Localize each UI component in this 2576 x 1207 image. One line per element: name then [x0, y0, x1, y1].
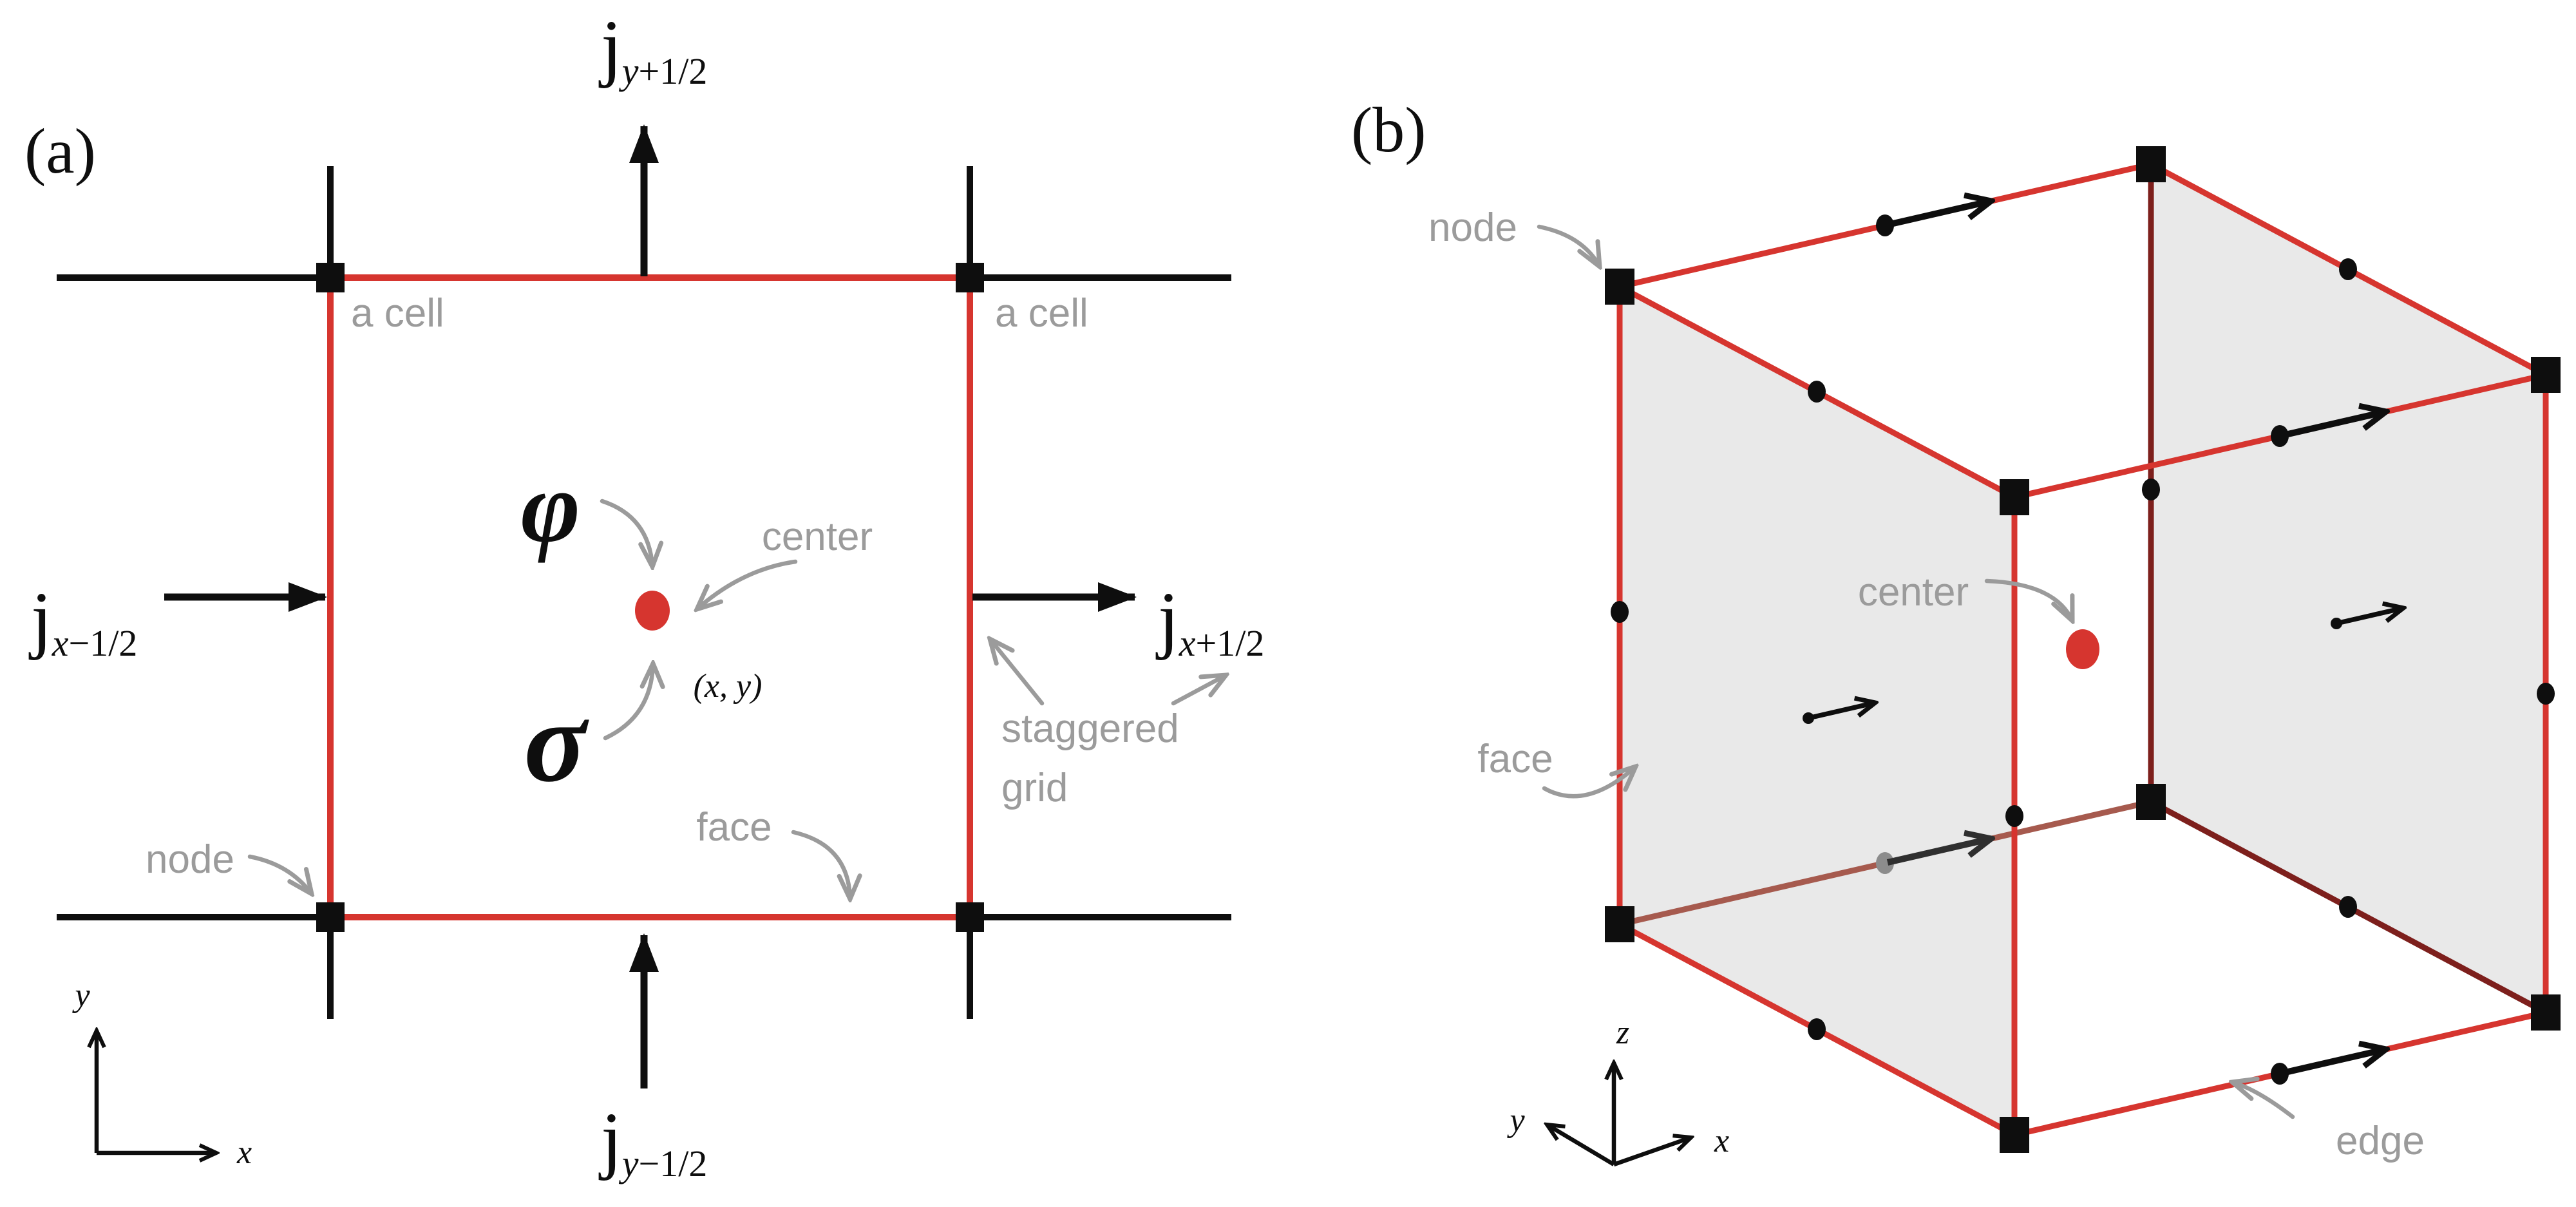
node-arrow [247, 854, 312, 894]
edge-center-dot-bottom-back-left-hidden [1876, 852, 1894, 874]
staggered-grid-arrow-left [990, 639, 1045, 706]
cube-node-bottom-right [2531, 994, 2561, 1031]
cube-face-back-right [2151, 164, 2546, 1012]
a-cell-label-right: a cell [995, 291, 1088, 336]
edge-direction-arrow-top-back-left [1886, 201, 1991, 228]
y-axis-label-b: y [1506, 1102, 1525, 1139]
flux-label-top: jy+1/2 [598, 5, 707, 92]
face-normal-arrow-left [1810, 703, 1875, 720]
edge-direction-arrow-bottom-front-right [2281, 1049, 2386, 1076]
flux-label-right: jx+1/2 [1155, 576, 1264, 664]
face-normal-arrow-right [2338, 608, 2403, 625]
annotation-arrows-a [247, 499, 1226, 899]
cube-center-dot [2066, 629, 2099, 669]
cell-outline [327, 274, 973, 920]
edge-center-dot-vertical-left [1611, 601, 1629, 623]
cell-nodes [316, 263, 984, 932]
flux-label-bottom: jy−1/2 [598, 1097, 707, 1184]
edge-direction-arrows [1886, 201, 2386, 1076]
x-axis-label-b: x [1714, 1123, 1729, 1159]
face-arrow-b [1542, 766, 1636, 799]
axes-icon-b: z x y [1506, 1014, 1729, 1167]
center-arrow-b [1984, 578, 2072, 621]
edge-direction-arrow-top-front-right [2281, 412, 2386, 439]
face-label-b: face [1477, 737, 1553, 781]
cube-nodes [1605, 146, 2561, 1153]
cube-node-bottom-front [2000, 1117, 2029, 1153]
cell-center-dot [635, 591, 670, 631]
axes-icon-a: y x [71, 977, 252, 1171]
y-axis-arrow-b [1547, 1125, 1615, 1166]
flux-arrows [164, 124, 1137, 1088]
panel-a-label: (a) [24, 115, 96, 187]
edge-center-dot-bottom-front-left [1808, 1018, 1826, 1040]
node-square-bottom-right [956, 902, 984, 932]
phi-arrow [600, 499, 652, 567]
phi-symbol: φ [521, 451, 580, 564]
edge-label-b: edge [2336, 1119, 2425, 1163]
center-coordinates-label: (x, y) [694, 668, 762, 705]
panel-b: (b) [1351, 94, 2561, 1167]
face-label: face [696, 805, 772, 850]
z-axis-label: z [1616, 1014, 1629, 1051]
edge-center-dot-vertical-right [2537, 683, 2555, 705]
edge-center-dot-vertical-back-hidden [2142, 479, 2160, 500]
face-arrow [791, 830, 850, 899]
edge-arrow-b [2232, 1082, 2295, 1119]
edge-center-dot-top-back-left [1876, 214, 1894, 236]
edge-center-dot-vertical-front [2005, 805, 2023, 827]
annotation-arrows-b [1537, 224, 2295, 1119]
sigma-arrow [603, 663, 653, 741]
a-cell-label-left: a cell [351, 291, 444, 336]
edge-center-dot-bottom-front-right [2271, 1063, 2289, 1085]
node-square-bottom-left [316, 902, 345, 932]
center-label: center [762, 515, 873, 559]
node-label: node [146, 837, 234, 882]
center-label-b: center [1858, 570, 1969, 614]
staggered-grid-label-line2: grid [1001, 766, 1068, 810]
x-axis-label: x [236, 1134, 252, 1171]
edge-direction-arrow-bottom-back-left-hidden [1886, 839, 1991, 866]
cube-edge-centers [1611, 214, 2555, 1085]
node-label-b: node [1428, 205, 1517, 250]
cube-node-top-left [1605, 269, 1634, 305]
panel-a: (a) jy+1/2 jy−1 [24, 5, 1264, 1184]
staggered-grid-label-line1: staggered [1001, 707, 1179, 751]
cube-node-top-back [2136, 146, 2166, 182]
flux-label-left: jx−1/2 [28, 576, 137, 664]
node-square-top-left [316, 263, 345, 292]
edge-center-dot-top-front-left [1808, 381, 1826, 403]
x-axis-arrow-b [1613, 1137, 1691, 1167]
face-center-markers [1803, 608, 2403, 724]
cube-node-top-right [2531, 357, 2561, 393]
center-arrow [697, 559, 798, 609]
staggered-grid-arrow-right [1171, 675, 1226, 706]
node-arrow-b [1537, 224, 1600, 267]
sigma-symbol: σ [524, 678, 589, 806]
edge-center-dot-top-back-right [2339, 258, 2357, 280]
neighbor-cell-edges [57, 166, 1231, 1019]
panel-b-label: (b) [1351, 94, 1426, 166]
y-axis-label: y [71, 977, 90, 1014]
cube-face-front-left [1620, 287, 2014, 1135]
edge-center-dot-top-front-right [2271, 425, 2289, 447]
cube-node-top-front [2000, 479, 2029, 515]
cube-node-bottom-left [1605, 906, 1634, 942]
edge-center-dot-bottom-back-right [2339, 896, 2357, 918]
node-square-top-right [956, 263, 984, 292]
cube-node-bottom-back-hidden [2136, 784, 2166, 820]
